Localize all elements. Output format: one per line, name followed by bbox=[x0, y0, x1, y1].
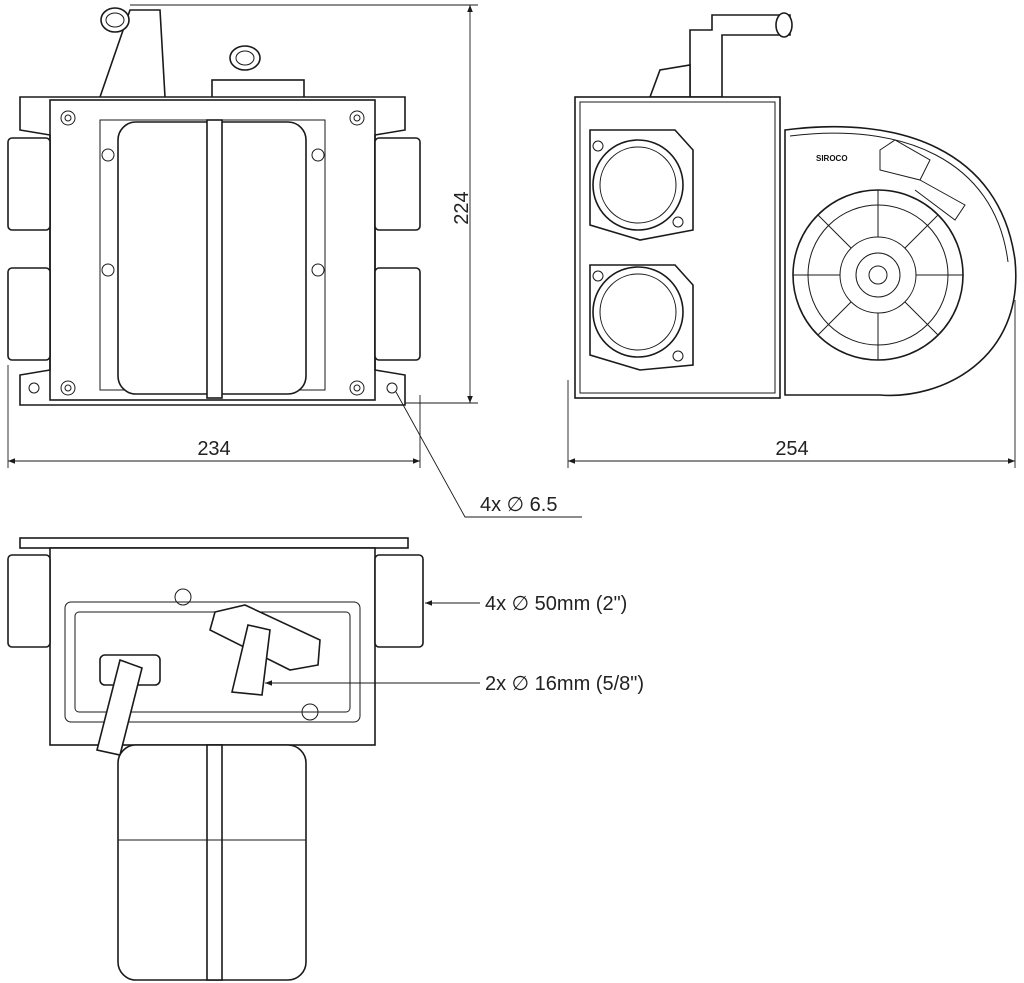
bottom-panel-inner bbox=[74, 611, 351, 713]
side-pipe-base bbox=[648, 64, 691, 98]
wheel-axle bbox=[868, 265, 888, 285]
outlet-right-top bbox=[374, 137, 421, 231]
outlet-label: 4x ∅ 50mm (2") bbox=[485, 593, 627, 615]
side-outlet-top-inner bbox=[599, 146, 677, 224]
mount-hole-callout: 4x ∅ 6.5 bbox=[395, 391, 582, 518]
mount-hole bbox=[28, 382, 40, 394]
front-pipe-2 bbox=[229, 45, 261, 71]
front-pipe-bracket bbox=[99, 9, 166, 98]
wheel-hub bbox=[855, 252, 901, 298]
bottom-view bbox=[7, 537, 424, 981]
pipe-callout: 2x ∅ 16mm (5/8") bbox=[265, 673, 644, 695]
drum-band bbox=[206, 119, 223, 399]
scroll-edge bbox=[789, 132, 1009, 263]
mount-hole-label: 4x ∅ 6.5 bbox=[480, 494, 557, 516]
bottom-fastener bbox=[301, 703, 319, 721]
mount-hole bbox=[386, 382, 398, 394]
side-outlet-bottom bbox=[592, 266, 684, 358]
front-housing bbox=[49, 99, 376, 401]
front-pipe-bore bbox=[105, 12, 125, 28]
side-view: SIROCO bbox=[574, 12, 1017, 399]
side-outlet-top bbox=[592, 139, 684, 231]
front-fasteners bbox=[28, 110, 398, 396]
front-view bbox=[7, 7, 421, 406]
side-pipe-end bbox=[775, 12, 793, 38]
bottom-plate bbox=[19, 537, 409, 549]
dimension-width-side: 254 bbox=[567, 300, 1016, 468]
width-side-label: 254 bbox=[775, 438, 808, 460]
wheel-spokes bbox=[793, 190, 963, 360]
bottom-fastener bbox=[174, 588, 192, 606]
brand-logo: SIROCO bbox=[816, 154, 848, 163]
dimension-height: 224 bbox=[130, 4, 478, 404]
bottom-outlet-right bbox=[374, 554, 424, 648]
front-pipe bbox=[100, 7, 130, 33]
motor-bracket bbox=[879, 139, 966, 221]
front-pipe-base bbox=[211, 79, 305, 99]
pipe-right bbox=[231, 624, 271, 696]
bottom-housing bbox=[49, 547, 376, 746]
width-front-label: 234 bbox=[197, 438, 230, 460]
outlet-right-bottom bbox=[374, 267, 421, 361]
outlet-callout: 4x ∅ 50mm (2") bbox=[425, 593, 627, 615]
height-label: 224 bbox=[451, 191, 473, 224]
side-outlet-bottom-inner bbox=[599, 273, 677, 351]
bottom-drum-band bbox=[206, 744, 223, 981]
bottom-panel bbox=[64, 601, 361, 723]
outlet-left-top bbox=[7, 137, 51, 231]
dimension-width-front: 234 bbox=[7, 365, 421, 468]
outlet-left-bottom bbox=[7, 267, 51, 361]
bottom-outlet-left bbox=[7, 554, 51, 648]
side-housing-inner bbox=[579, 101, 776, 394]
front-pipe-2-bore bbox=[235, 50, 255, 66]
leader-line bbox=[395, 391, 582, 518]
side-pipe bbox=[689, 14, 791, 98]
pipe-label: 2x ∅ 16mm (5/8") bbox=[485, 673, 644, 695]
side-fasteners bbox=[592, 140, 684, 362]
